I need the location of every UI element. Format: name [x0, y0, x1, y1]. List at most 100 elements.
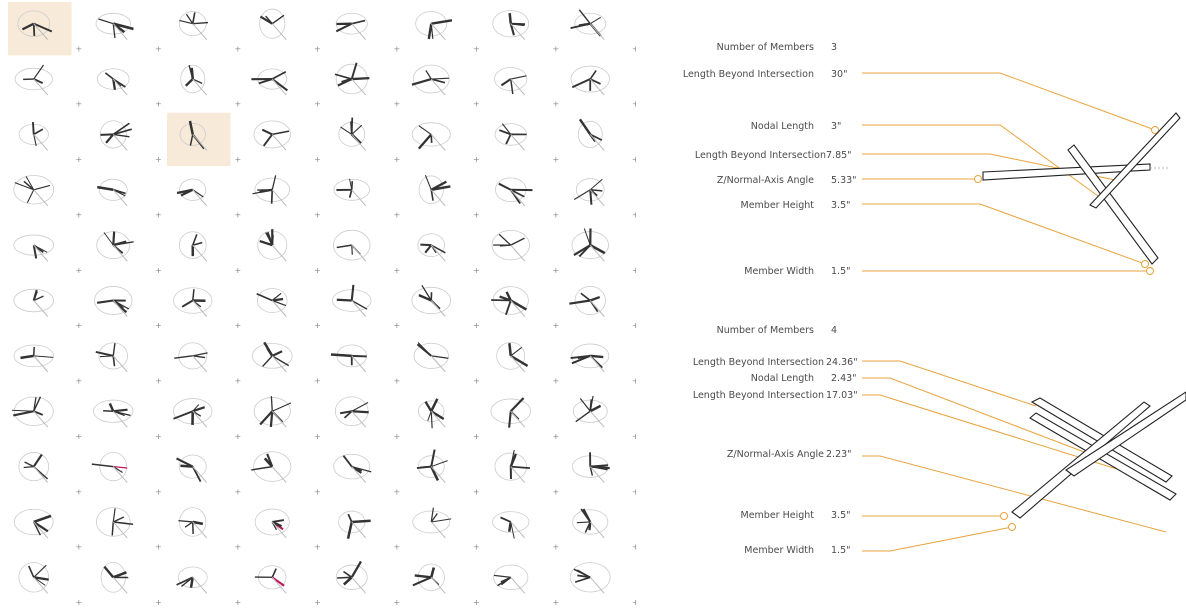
- bottom-param-label: Length Beyond Intersection: [692, 357, 824, 368]
- node-footprint-ellipse: [256, 288, 288, 313]
- node-member-stroke: [112, 78, 117, 90]
- node-variation-cell: +: [333, 229, 400, 275]
- node-footprint-ellipse: [492, 10, 530, 38]
- bottom-param-value: 17.03": [826, 390, 858, 401]
- node-footprint-ellipse: [494, 67, 528, 92]
- node-shadow-stroke: [192, 300, 208, 317]
- grid-plus-marker: +: [314, 100, 321, 109]
- node-member-stroke: [427, 23, 433, 40]
- node-shadow-stroke: [33, 355, 49, 373]
- node-variation-cell: +: [338, 117, 400, 164]
- node-variation-cell: +: [256, 288, 321, 330]
- node-member-stroke: [192, 241, 203, 246]
- node-variation-cell: +: [333, 453, 400, 496]
- bottom-node-leaders: [862, 360, 1167, 552]
- grid-plus-marker: +: [155, 155, 162, 164]
- node-member-stroke: [498, 182, 512, 191]
- node-shadow-stroke: [430, 23, 446, 41]
- node-footprint-ellipse: [251, 343, 293, 369]
- node-shadow-stroke: [510, 23, 526, 41]
- node-member-stroke: [112, 466, 123, 474]
- node-member-stroke: [351, 354, 367, 358]
- node-member-stroke: [96, 299, 114, 304]
- node-shadow-stroke: [430, 410, 446, 428]
- node-member-stroke: [351, 410, 369, 414]
- node-member-stroke: [569, 299, 591, 305]
- grid-plus-marker: +: [155, 210, 162, 219]
- node-shadow-stroke: [271, 189, 287, 207]
- node-variation-cell: +: [251, 341, 321, 386]
- node-member-stroke: [589, 466, 594, 476]
- node-member-stroke: [431, 355, 449, 359]
- node-member-stroke: [509, 397, 525, 412]
- node-variation-cell: +: [415, 11, 480, 53]
- node-member-stroke: [589, 16, 601, 25]
- grid-plus-marker: +: [76, 155, 83, 164]
- bottom-param-value: 1.5": [831, 545, 851, 556]
- node-footprint-ellipse: [259, 8, 286, 39]
- node-footprint-ellipse: [95, 12, 131, 35]
- node-variation-cell: +: [494, 123, 559, 164]
- grid-plus-marker: +: [473, 432, 480, 441]
- node-variation-cell: +: [492, 10, 559, 53]
- node-variation-cell: +: [413, 342, 480, 386]
- grid-plus-marker: +: [553, 432, 560, 441]
- node-variation-cell: +: [338, 510, 400, 552]
- node-shadow-stroke: [510, 576, 526, 594]
- grid-plus-marker: +: [235, 100, 242, 109]
- node-footprint-ellipse: [253, 451, 292, 482]
- node-member-stroke: [498, 233, 512, 246]
- node-footprint-ellipse: [180, 64, 206, 94]
- node-member-stroke: [181, 299, 194, 308]
- node-member-stroke: [33, 78, 44, 84]
- node-variation-cell: +: [174, 342, 241, 386]
- bottom-node-members: [1011, 391, 1186, 519]
- node-member-stroke: [192, 352, 208, 357]
- top-node-endpoints: [974, 126, 1159, 275]
- node-variation-cell: +: [95, 342, 162, 386]
- node-member-stroke: [178, 520, 193, 523]
- bottom-param-value: 4: [831, 325, 838, 336]
- grid-plus-marker: +: [553, 543, 560, 552]
- node-footprint-ellipse: [574, 285, 606, 316]
- node-shadow-stroke: [510, 134, 526, 151]
- node-variation-cell: +: [416, 449, 480, 496]
- node-member-stroke: [508, 411, 512, 428]
- node-shadow-stroke: [510, 189, 526, 207]
- node-member-stroke: [33, 521, 41, 536]
- node-member-stroke: [21, 22, 35, 31]
- node-footprint-ellipse: [572, 509, 609, 535]
- bottom-param-value: 24.36": [826, 357, 858, 368]
- node-member-stroke: [510, 22, 526, 26]
- node-member-stroke: [350, 62, 358, 80]
- node-member-stroke: [184, 521, 194, 528]
- grid-plus-marker: +: [632, 44, 636, 53]
- node-member-stroke: [100, 133, 114, 136]
- node-member-stroke: [418, 125, 432, 135]
- node-member-stroke: [112, 516, 125, 523]
- node-member-stroke: [336, 244, 352, 249]
- node-variation-cell: +: [173, 398, 241, 441]
- node-footprint-ellipse: [17, 10, 51, 37]
- node-member-stroke: [192, 406, 206, 413]
- node-footprint-ellipse: [411, 286, 452, 315]
- node-variation-cell: +: [96, 231, 162, 275]
- node-footprint-ellipse: [98, 178, 128, 201]
- node-member-stroke: [192, 289, 195, 301]
- node-variation-cell: +: [100, 561, 162, 607]
- node-shadow-stroke: [112, 244, 128, 262]
- node-shadow-stroke: [112, 23, 128, 41]
- node-member-stroke: [573, 244, 591, 256]
- node-shadow-stroke: [589, 410, 605, 428]
- node-member-stroke: [347, 513, 353, 523]
- node-member-stroke: [582, 508, 592, 523]
- grid-plus-marker: +: [394, 44, 401, 53]
- top-param-value: 3: [831, 42, 838, 53]
- node-variation-cell: +: [418, 174, 480, 219]
- node-shadow-stroke: [589, 300, 605, 317]
- top-param-value: 30": [831, 69, 848, 80]
- node-variation-cell: +: [97, 178, 162, 219]
- grid-plus-marker: +: [155, 44, 162, 53]
- node-member-stroke: [578, 118, 592, 136]
- bottom-node-endpoints: [1000, 512, 1016, 531]
